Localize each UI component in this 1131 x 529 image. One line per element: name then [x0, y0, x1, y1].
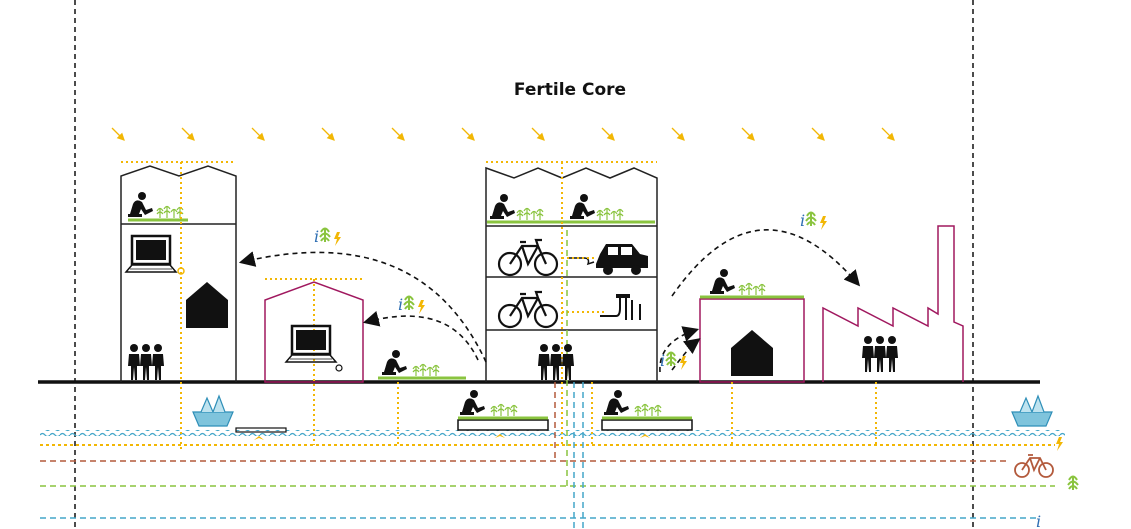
plants-icon [596, 207, 624, 221]
house-icon [731, 330, 773, 376]
info-energy-icon [800, 211, 827, 230]
bicycle-icon [497, 238, 559, 277]
flow-arrows [238, 229, 861, 373]
people-group-icon [128, 344, 164, 380]
lightning-icon [1056, 437, 1063, 451]
gardener-icon [710, 269, 735, 294]
boundary-lines [74, 0, 974, 529]
plants-icon [634, 403, 662, 417]
floating-gardens [235, 382, 877, 445]
gardener-icon [604, 390, 629, 415]
laptop-icon [284, 324, 338, 364]
paper-boat-icon [192, 395, 234, 427]
plants-icon [738, 282, 766, 296]
right-house [699, 269, 805, 383]
info-label: i [1036, 512, 1041, 529]
infrastructure-lines [40, 430, 1065, 519]
bicycle-icon [497, 290, 559, 329]
leaf-icon [1067, 475, 1079, 491]
small-house [264, 278, 364, 445]
info-energy-icon [314, 227, 341, 246]
gardener-icon [382, 350, 407, 375]
plants-icon [412, 363, 440, 377]
plants-icon [490, 403, 518, 417]
central-tower [485, 161, 658, 529]
diagram-title: Fertile Core [513, 80, 627, 100]
factory [822, 225, 964, 382]
left-tower [120, 161, 237, 450]
plants-icon [156, 205, 184, 219]
plants-icon [516, 207, 544, 221]
gardener-icon [460, 390, 485, 415]
legend: i [1014, 437, 1079, 529]
people-group-icon [538, 344, 574, 380]
sun-rays [112, 128, 894, 140]
house-icon [186, 282, 228, 328]
info-energy-icon [398, 295, 425, 314]
ground-garden-left [378, 350, 466, 380]
gardener-icon [490, 194, 515, 219]
bicycle-icon [1014, 454, 1054, 478]
gardener-icon [128, 192, 153, 217]
laptop-icon [124, 234, 178, 274]
paper-boat-icon [1011, 395, 1053, 427]
gardener-icon [570, 194, 595, 219]
car-icon [596, 244, 648, 275]
people-group-icon [862, 336, 898, 372]
bike-charger-icon [600, 294, 641, 320]
